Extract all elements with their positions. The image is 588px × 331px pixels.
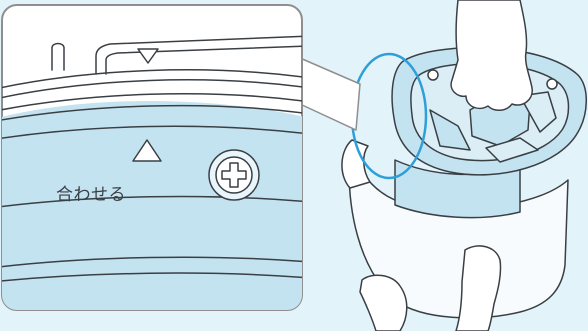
lid-screw-a <box>428 70 438 80</box>
lid-screw-b <box>547 79 557 89</box>
ring-fill <box>0 101 310 320</box>
callout-pointer <box>300 58 360 130</box>
appliance-illustration <box>342 0 586 331</box>
screw-icon <box>209 150 259 200</box>
align-label: 合わせる <box>56 180 126 205</box>
top-hand <box>451 0 532 110</box>
